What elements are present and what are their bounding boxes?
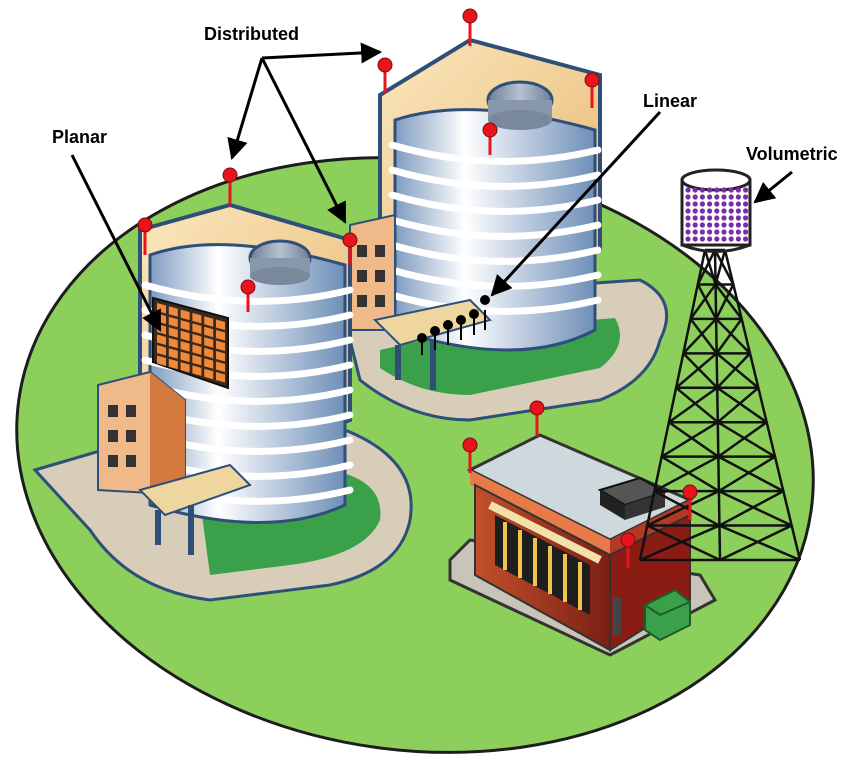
distributed-antennas <box>137 8 698 568</box>
antenna-icon <box>462 8 478 46</box>
annotation-arrows <box>70 42 793 332</box>
antenna-icon <box>240 279 256 312</box>
antenna-icon <box>584 72 600 108</box>
antenna-icon <box>342 232 358 265</box>
shop-building <box>448 433 718 657</box>
linear-array-icon <box>417 295 490 355</box>
lattice-tower-icon <box>638 248 802 562</box>
label-planar: Planar <box>52 127 107 147</box>
planar-array-icon <box>152 296 229 390</box>
label-linear: Linear <box>643 91 697 111</box>
antenna-icon <box>620 532 636 568</box>
antenna-icon <box>137 217 153 255</box>
antenna-icon <box>529 400 545 436</box>
antenna-icon <box>462 437 478 473</box>
label-distributed: Distributed <box>204 24 299 44</box>
antenna-icon <box>222 167 238 205</box>
antenna-icon <box>482 122 498 155</box>
antenna-icon <box>682 484 698 520</box>
volumetric-array-icon <box>680 168 752 253</box>
office-building-right <box>343 37 669 422</box>
label-volumetric: Volumetric <box>746 144 838 164</box>
dumpster-icon <box>644 588 691 642</box>
